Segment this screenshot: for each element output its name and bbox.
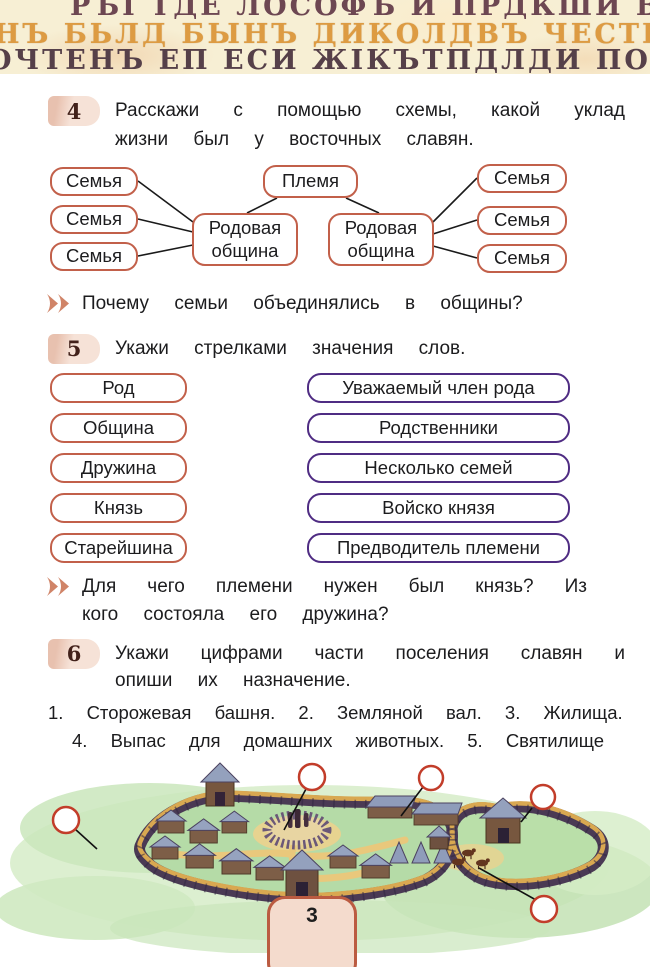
node-family-right-1: Семья [477, 164, 567, 193]
task6-text: Укажи цифрами части поселения славян и о… [115, 642, 625, 692]
node-tribe: Племя [263, 165, 358, 198]
def-box-relatives[interactable]: Родственники [307, 412, 570, 443]
task5-header: 5 Укажи стрелками значения слов. [0, 333, 650, 364]
task6-number-badge: 6 [48, 638, 100, 669]
callout-line-3 [400, 786, 424, 817]
settlement-legend: 1. Сторожевая башня. 2. Земляной вал. 3.… [48, 699, 625, 756]
def-box-tribe-leader[interactable]: Предводитель племени [307, 532, 570, 563]
manuscript-header: РЪІ ТДЕ ЛОСОФЪ И ПРДКШИ ВЪРЫ ТДЕ НЪ БЬЛД… [0, 0, 650, 74]
node-family-left-3: Семья [50, 242, 138, 271]
match-row: Князь Войско князя [50, 492, 650, 523]
node-clan-left: Родовая община [192, 213, 298, 266]
callout-circles [51, 762, 559, 924]
match-row: Старейшина Предводитель племени [50, 532, 650, 563]
legend-line-1: 1. Сторожевая башня. 2. Земляной вал. 3.… [48, 701, 623, 723]
def-box-respected-member[interactable]: Уважаемый член рода [307, 372, 570, 403]
task4-header: 4 Расскажи с помощью схемы, какой уклад … [0, 95, 650, 154]
callout-line-4 [520, 807, 533, 823]
term-box-knyaz[interactable]: Князь [50, 492, 187, 523]
task6-number: 6 [66, 641, 82, 666]
page-number: 3 [306, 904, 318, 927]
callout-line-1 [74, 828, 98, 850]
settlement-illustration [0, 762, 650, 953]
gate-tower [279, 849, 325, 899]
task5-number-badge: 5 [48, 333, 100, 364]
term-box-druzhina[interactable]: Дружина [50, 452, 187, 483]
question2-text: Для чего племени нужен был князь? Из ког… [82, 575, 587, 626]
node-family-left-2: Семья [50, 205, 138, 234]
def-box-several-families[interactable]: Несколько семей [307, 452, 570, 483]
manuscript-line: ОЧТЕНЪ ЕП ЕСИ ЖІКЪТПДЛДИ ПОЧТЕНЪ [0, 45, 650, 74]
node-family-left-1: Семья [50, 167, 138, 196]
node-clan-right: Родовая община [328, 213, 434, 266]
node-family-right-3: Семья [477, 244, 567, 273]
callout-line-5 [478, 867, 537, 901]
callout-circle-1[interactable] [51, 805, 81, 835]
task4-text: Расскажи с помощью схемы, какой уклад жи… [115, 100, 625, 150]
callout-circle-3[interactable] [417, 764, 445, 792]
callout-circle-5[interactable] [529, 894, 559, 924]
family-diagram: Семья Семья Семья Племя Родовая община Р… [0, 160, 650, 280]
term-box-stareyshina[interactable]: Старейшина [50, 532, 187, 563]
watchtower-right [478, 797, 528, 844]
task4-number: 4 [66, 98, 82, 124]
page-number-tab: 3 [267, 896, 357, 967]
question1-text: Почему семьи объединялись в общины? [82, 293, 523, 314]
callout-circle-2[interactable] [297, 762, 327, 792]
term-box-obshchina[interactable]: Община [50, 412, 187, 443]
diagram-connector-lines [137, 177, 478, 259]
manuscript-line: НЪ БЬЛД БЫНЪ ДИКОЛДВЪ ЧЕСТЕНЪ БЬЛ [0, 19, 650, 50]
callout-line-2 [283, 788, 307, 831]
def-box-princes-army[interactable]: Войско князя [307, 492, 570, 523]
double-chevron-icon [47, 576, 69, 596]
match-row: Дружина Несколько семей [50, 452, 650, 483]
question2: Для чего племени нужен был князь? Из ког… [0, 573, 650, 630]
houses [149, 795, 463, 881]
legend-line-2: 4. Выпас для домашних животных. 5. Святи… [72, 730, 605, 752]
watchtower-left [199, 762, 241, 807]
node-family-right-2: Семья [477, 206, 567, 235]
question1: Почему семьи объединялись в общины? [0, 290, 650, 319]
task5-number: 5 [66, 336, 82, 361]
manuscript-line: РЪІ ТДЕ ЛОСОФЪ И ПРДКШИ ВЪРЫ ТДЕ [70, 0, 650, 22]
callout-circle-4[interactable] [529, 783, 557, 811]
task6-header: 6 Укажи цифрами части поселения славян и… [0, 638, 650, 695]
task5-text: Укажи стрелками значения слов. [115, 337, 466, 359]
double-chevron-icon [47, 294, 69, 313]
match-row: Род Уважаемый член рода [50, 372, 650, 403]
term-box-rod[interactable]: Род [50, 372, 187, 403]
callout-lines [74, 786, 537, 901]
task4-number-badge: 4 [48, 96, 100, 126]
match-row: Община Родственники [50, 412, 650, 443]
matching-table: Род Уважаемый член рода Община Родственн… [50, 372, 650, 563]
shrine [262, 808, 332, 850]
